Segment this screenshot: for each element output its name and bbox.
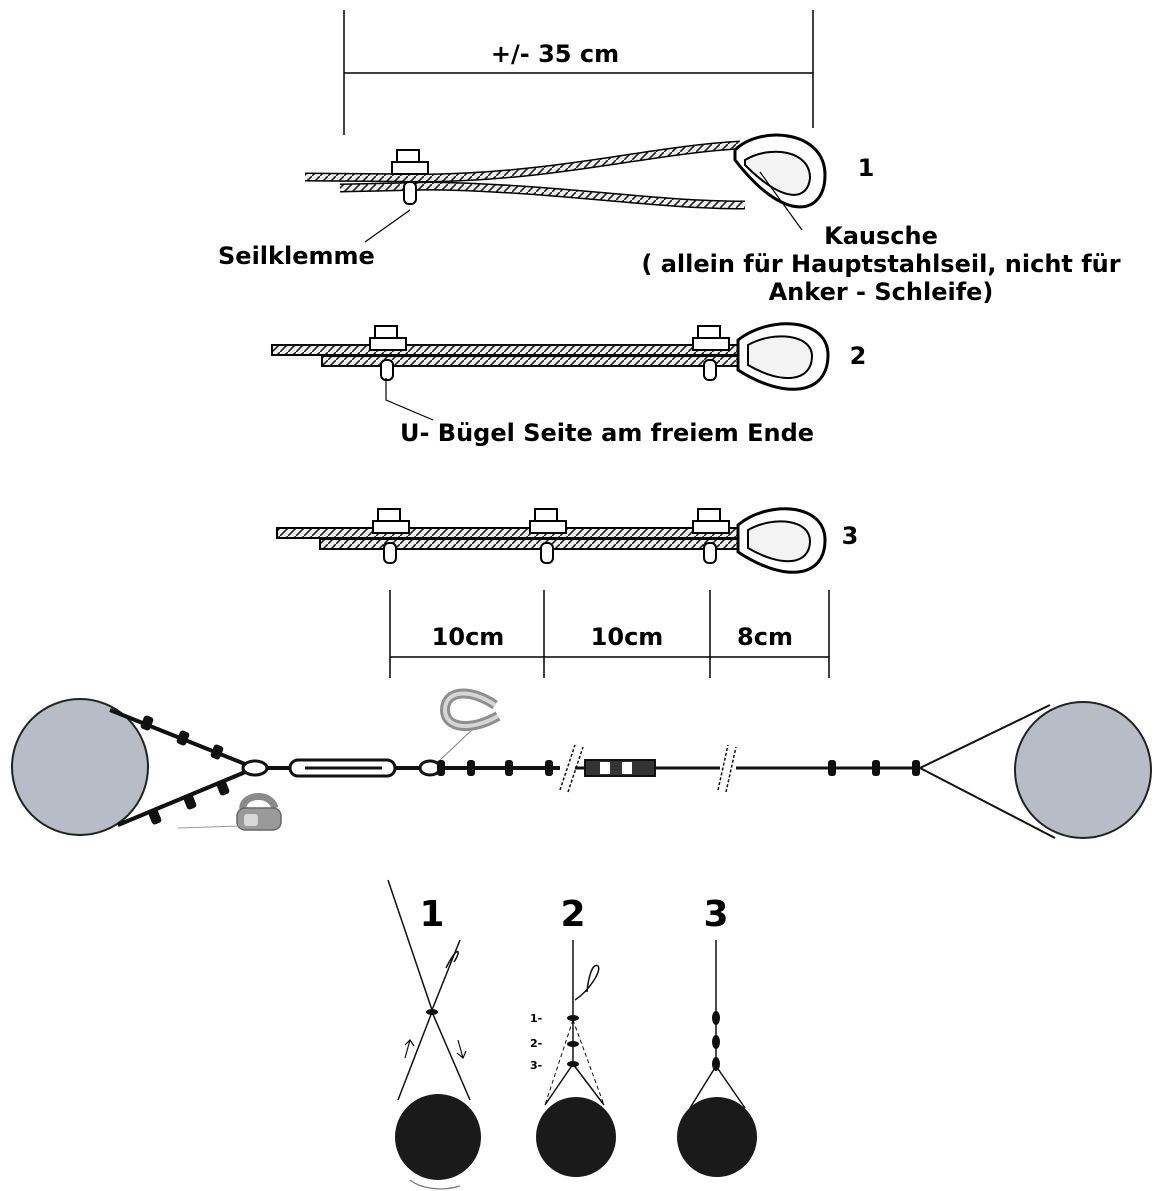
step-1-number: 1: [858, 154, 875, 182]
u-bolt-label: U- Bügel Seite am freiem Ende: [400, 419, 814, 447]
thimble-note-line-1: ( allein für Hauptstahlseil, nicht für: [641, 250, 1120, 278]
tie-step-1: [387, 879, 481, 1190]
tie-mark-3: 3-: [530, 1059, 542, 1072]
rope-clamp-icon: [372, 508, 410, 564]
tree-trunk-icon: [536, 1097, 616, 1177]
dimension-35cm: [343, 10, 814, 135]
clamp-leader-line: [364, 209, 411, 243]
rope-clamp-icon: [529, 508, 567, 564]
thimble-leader-line: [759, 171, 803, 231]
u-bolt-leader-line: [385, 378, 434, 421]
shackle-icon: [236, 793, 282, 831]
thimble-label: Kausche: [824, 222, 938, 250]
tie-step-1-title: 1: [419, 894, 444, 935]
step-3-number: 3: [842, 522, 859, 550]
thimble-note-line-2: Anker - Schleife): [769, 278, 994, 306]
step-2-rope-two-clamps: [271, 322, 830, 391]
tie-step-2: [536, 940, 616, 1177]
turnbuckle-icon: [288, 758, 397, 778]
rope-clamp-icon: [369, 325, 407, 381]
tie-step-3: [677, 940, 757, 1177]
tree-trunk-icon: [395, 1094, 481, 1180]
spacing-second-label: 10cm: [591, 623, 664, 651]
tree-trunk-icon: [677, 1097, 757, 1177]
spacing-first-label: 10cm: [432, 623, 505, 651]
rope-grip-icon: [575, 759, 720, 777]
right-anchor-tree: [1014, 701, 1152, 839]
tie-step-3-title: 3: [703, 894, 728, 935]
rope-clamp-icon: [391, 149, 429, 205]
step-2-number: 2: [850, 342, 867, 370]
thimble-icon: [439, 688, 501, 731]
dimension-length-label: +/- 35 cm: [491, 40, 619, 68]
spacing-third-label: 8cm: [737, 623, 793, 651]
anchor-assembly: [11, 688, 1152, 839]
clamp-spacing-dimensions: [389, 590, 830, 678]
tie-mark-2: 2-: [530, 1037, 542, 1050]
tie-step-2-title: 2: [560, 894, 585, 935]
rope-clamp-icon: [692, 325, 730, 381]
step-1-rope-loop: [304, 133, 827, 210]
step-3-rope-three-clamps: [276, 507, 827, 574]
rope-clamp-label: Seilklemme: [218, 242, 375, 270]
left-anchor-tree: [11, 698, 149, 836]
tie-mark-1: 1-: [530, 1012, 542, 1025]
rope-clamp-icon: [692, 508, 730, 564]
